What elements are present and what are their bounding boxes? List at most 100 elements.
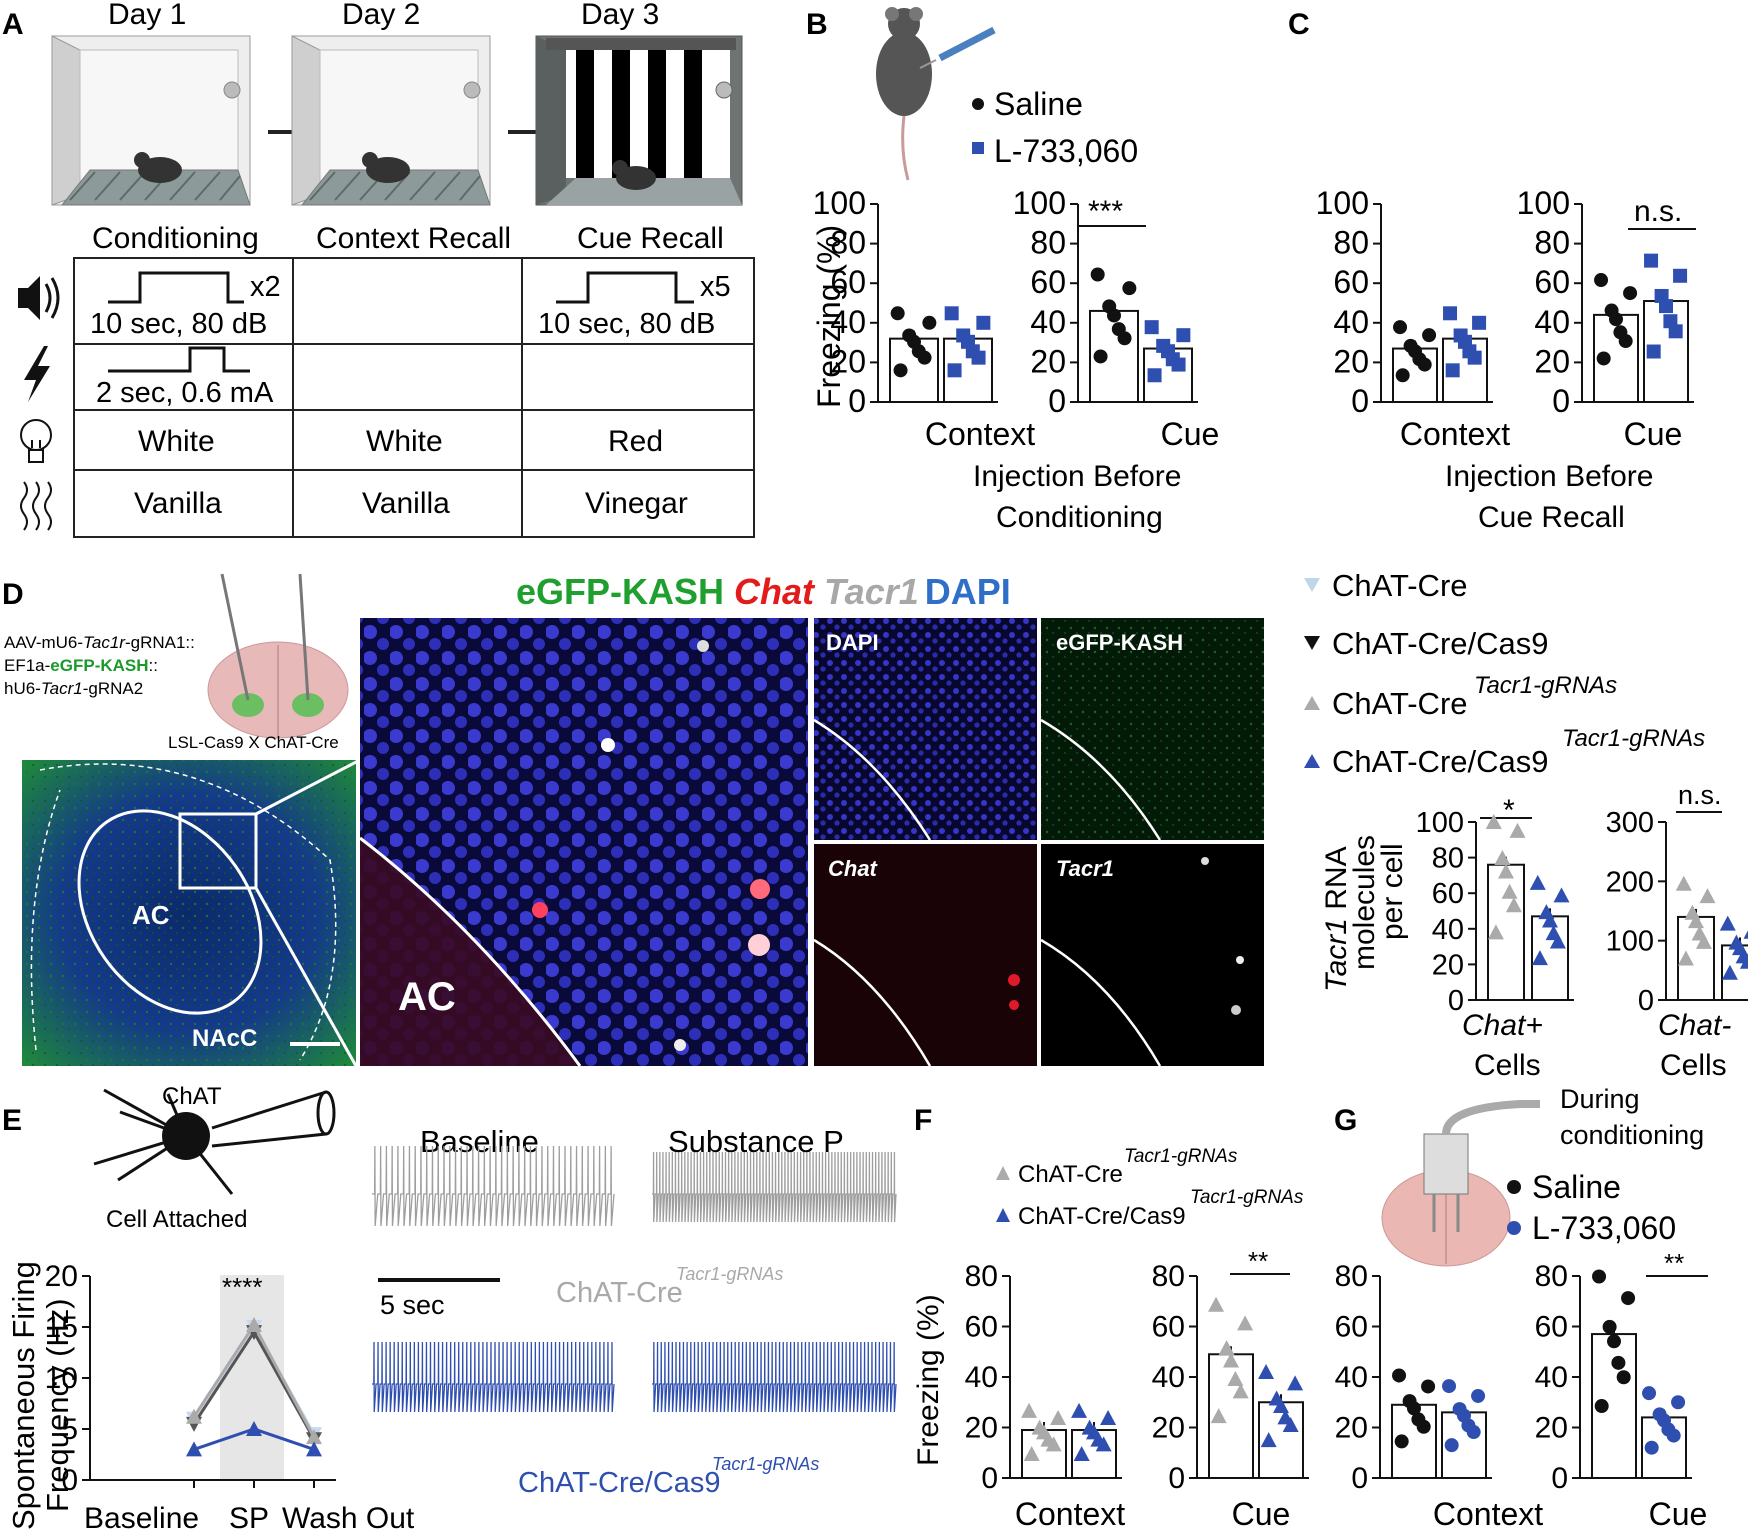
data-point bbox=[1553, 887, 1570, 903]
f-legend-grey-sup: Tacr1-gRNAs bbox=[1124, 1146, 1238, 1167]
data-point bbox=[1442, 1379, 1457, 1394]
y-tick-label: 60 bbox=[1333, 264, 1369, 300]
data-point bbox=[1237, 1315, 1254, 1331]
trace-blue-baseline bbox=[372, 1341, 615, 1413]
panel-letter-e: E bbox=[2, 1104, 22, 1137]
data-point bbox=[1107, 308, 1121, 323]
data-point bbox=[1073, 1446, 1090, 1462]
data-point bbox=[1592, 1269, 1607, 1284]
panel-b: B Saline L-733,060 Freezing (%) *** Inje… bbox=[806, 7, 1219, 534]
trace-label-grey-sup: Tacr1-gRNAs bbox=[676, 1264, 783, 1284]
panel-d-sig-left: * bbox=[1503, 794, 1515, 827]
y-tick-label: 80 bbox=[1535, 1260, 1568, 1293]
data-point bbox=[1144, 320, 1159, 335]
panel-letter-b: B bbox=[806, 8, 828, 41]
data-point bbox=[947, 363, 962, 378]
trace-grey-baseline bbox=[372, 1145, 615, 1227]
channel-chat-image: Chat bbox=[813, 844, 1037, 1067]
y-tick-label: 20 bbox=[1535, 1412, 1568, 1445]
channel-egfp-label: eGFP-KASH bbox=[1056, 630, 1183, 655]
panel-e: E ChAT Cell Attached Spontaneous Firing … bbox=[2, 1083, 897, 1533]
y-tick-label: 20 bbox=[830, 343, 866, 379]
y-tick-label: 0 bbox=[61, 1464, 78, 1497]
y-tick-label: 80 bbox=[1152, 1260, 1185, 1293]
data-point bbox=[1659, 299, 1673, 314]
panel-f-sig: ** bbox=[1248, 1246, 1268, 1276]
data-point bbox=[1021, 1402, 1038, 1418]
data-point bbox=[1611, 1355, 1626, 1370]
y-tick-label: 0 bbox=[1552, 383, 1570, 419]
tone-params-day3: 10 sec, 80 dB bbox=[538, 308, 715, 340]
e-x-washout: Wash Out bbox=[282, 1502, 415, 1533]
f-legend-grey: ChAT-Cre bbox=[1018, 1161, 1123, 1188]
panel-b-ylabel: Freezing (%) bbox=[811, 225, 847, 408]
channel-tacr1-image: Tacr1 bbox=[1040, 844, 1264, 1067]
data-point bbox=[1623, 286, 1638, 301]
category-label: Context bbox=[1433, 1496, 1543, 1532]
channel-dapi-image: DAPI bbox=[813, 618, 1037, 841]
bar bbox=[1258, 1401, 1304, 1479]
trace-blue-sp bbox=[652, 1341, 897, 1413]
f-legend-blue: ChAT-Cre/Cas9 bbox=[1018, 1203, 1186, 1230]
y-tick-label: 80 bbox=[830, 225, 866, 261]
data-point bbox=[1618, 334, 1633, 349]
virus-line3-b: Tacr1 bbox=[41, 679, 83, 698]
data-point bbox=[1607, 1334, 1621, 1349]
y-tick-label: 80 bbox=[1432, 843, 1464, 875]
data-point bbox=[1287, 1375, 1304, 1391]
data-point bbox=[1668, 324, 1683, 339]
panel-c-sig: n.s. bbox=[1634, 195, 1682, 228]
y-tick-label: 20 bbox=[1333, 343, 1369, 379]
data-point bbox=[1218, 1340, 1235, 1356]
panel-g: G During conditioning Saline L-733,060 *… bbox=[1334, 1084, 1708, 1532]
data-point bbox=[1444, 1438, 1459, 1453]
y-tick-label: 60 bbox=[1432, 878, 1464, 910]
data-point bbox=[1093, 349, 1108, 364]
f-legend-marker-grey bbox=[996, 1166, 1010, 1180]
legend-marker-chat-cre-cas9-grna bbox=[1304, 754, 1320, 768]
brain-injection-illustration bbox=[207, 573, 349, 739]
data-point bbox=[1549, 933, 1566, 949]
panel-b-xlabel-2: Conditioning bbox=[996, 501, 1163, 534]
panel-d: D AAV-mU6-Tac1r-gRNA1:: EF1a-eGFP-KASH::… bbox=[2, 568, 1748, 1082]
panel-f-ylabel: Freezing (%) bbox=[912, 1294, 945, 1466]
panel-letter-a: A bbox=[2, 8, 24, 41]
y-tick-label: 40 bbox=[1535, 1361, 1568, 1394]
box-label-cue-recall: Cue Recall bbox=[577, 222, 724, 255]
y-tick-label: 0 bbox=[1638, 985, 1654, 1017]
data-point bbox=[1176, 328, 1191, 343]
y-tick-label: 40 bbox=[1534, 304, 1570, 340]
data-point bbox=[1677, 950, 1694, 966]
channel-tacr1-label: Tacr1 bbox=[1056, 856, 1114, 881]
panel-d-sig-right: n.s. bbox=[1678, 780, 1722, 810]
odor-icon bbox=[20, 481, 52, 531]
data-point bbox=[1045, 1436, 1062, 1452]
data-point bbox=[961, 334, 975, 349]
y-tick-label: 60 bbox=[1335, 1311, 1368, 1344]
y-tick-label: 0 bbox=[1048, 383, 1066, 419]
virus-line2-b: eGFP-KASH bbox=[50, 656, 148, 675]
data-point bbox=[1227, 1371, 1244, 1387]
tone-params-day1: 10 sec, 80 dB bbox=[90, 308, 267, 340]
zoom-ac-label: AC bbox=[398, 975, 456, 1019]
legend-drug-marker bbox=[972, 142, 984, 154]
tone-waveform-day1 bbox=[108, 271, 244, 304]
data-point bbox=[1095, 1436, 1112, 1452]
electrophysiology-traces bbox=[372, 1145, 897, 1413]
y-tick-label: 40 bbox=[1152, 1361, 1185, 1394]
y-tick-label: 100 bbox=[1606, 926, 1654, 958]
data-point bbox=[1210, 1408, 1227, 1424]
lightbulb-icon bbox=[20, 419, 52, 463]
data-point bbox=[907, 334, 921, 349]
data-point bbox=[1071, 1402, 1088, 1418]
data-point bbox=[1036, 1424, 1052, 1440]
data-point bbox=[1392, 1368, 1407, 1383]
legend-saline-marker bbox=[972, 98, 984, 110]
data-point bbox=[1699, 888, 1716, 904]
y-tick-label: 80 bbox=[1030, 225, 1066, 261]
e-ylabel-1: Spontaneous Firing bbox=[6, 1261, 41, 1530]
g-legend-marker-saline bbox=[1507, 1180, 1521, 1194]
